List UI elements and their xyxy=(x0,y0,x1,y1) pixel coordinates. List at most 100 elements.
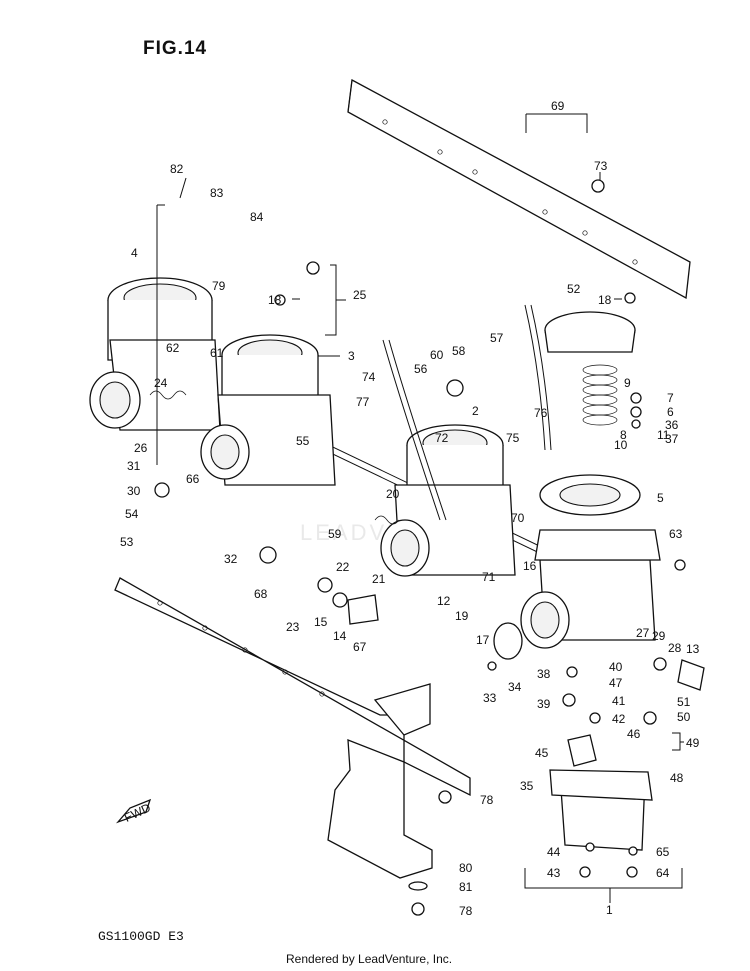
callout-21: 21 xyxy=(372,572,386,586)
callout-82: 82 xyxy=(170,162,184,176)
callout-56: 56 xyxy=(414,362,428,376)
callout-36: 36 xyxy=(665,418,679,432)
callout-59: 59 xyxy=(328,527,342,541)
callout-55: 55 xyxy=(296,434,310,448)
callout-61: 61 xyxy=(210,346,224,360)
callout-labels: 82 83 84 4 79 18 25 3 62 61 24 26 31 30 … xyxy=(120,99,700,918)
callout-2: 2 xyxy=(472,404,479,418)
callout-3: 3 xyxy=(348,349,355,363)
callout-66: 66 xyxy=(186,472,200,486)
callout-12: 12 xyxy=(437,594,451,608)
callout-33: 33 xyxy=(483,691,497,705)
callout-30: 30 xyxy=(127,484,141,498)
callout-16: 16 xyxy=(523,559,537,573)
callout-25: 25 xyxy=(353,288,367,302)
callout-31: 31 xyxy=(127,459,141,473)
callout-10: 10 xyxy=(614,438,628,452)
callout-24: 24 xyxy=(154,376,168,390)
callout-62: 62 xyxy=(166,341,180,355)
callout-78-bottom: 78 xyxy=(459,904,473,918)
callout-57: 57 xyxy=(490,331,504,345)
callout-47: 47 xyxy=(609,676,623,690)
callout-29: 29 xyxy=(652,629,666,643)
callout-8-visible: 8 xyxy=(620,428,627,442)
callout-51: 51 xyxy=(677,695,691,709)
callout-45: 45 xyxy=(535,746,549,760)
callout-9: 9 xyxy=(624,376,631,390)
carburetor-body-3 xyxy=(374,424,516,577)
callout-18-left: 18 xyxy=(268,293,282,307)
callout-34: 34 xyxy=(508,680,522,694)
callout-11-visible: 11 xyxy=(657,428,670,442)
callout-44: 44 xyxy=(547,845,561,859)
callout-13: 13 xyxy=(686,642,700,656)
callout-39: 39 xyxy=(537,697,551,711)
callout-20: 20 xyxy=(386,487,400,501)
callout-83: 83 xyxy=(210,186,224,200)
callout-41: 41 xyxy=(612,694,626,708)
callout-46: 46 xyxy=(627,727,641,741)
callout-81: 81 xyxy=(459,880,473,894)
fwd-label: FWD xyxy=(122,800,153,824)
callout-80: 80 xyxy=(459,861,473,875)
callout-71: 71 xyxy=(482,570,496,584)
float-bowl-assembly xyxy=(549,734,653,851)
callout-65: 65 xyxy=(656,845,670,859)
callout-76: 76 xyxy=(534,406,548,420)
callout-58: 58 xyxy=(452,344,466,358)
front-mounting-plate xyxy=(114,577,471,797)
callout-63: 63 xyxy=(669,527,683,541)
carburetor-body-4 xyxy=(520,529,661,649)
callout-54: 54 xyxy=(125,507,139,521)
callout-50: 50 xyxy=(677,710,691,724)
model-code: GS1100GD E3 xyxy=(98,929,184,944)
small-fasteners xyxy=(154,179,705,916)
callout-23: 23 xyxy=(286,620,300,634)
callout-70: 70 xyxy=(511,511,525,525)
forward-direction-arrow: FWD xyxy=(115,798,153,825)
callout-73: 73 xyxy=(594,159,608,173)
callout-15: 15 xyxy=(314,615,328,629)
top-cap-spring-diaphragm xyxy=(539,311,641,516)
callout-5: 5 xyxy=(657,491,664,505)
callout-26: 26 xyxy=(134,441,148,455)
callout-7: 7 xyxy=(667,391,674,405)
callout-49: 49 xyxy=(686,736,700,750)
callout-60: 60 xyxy=(430,348,444,362)
callout-6: 6 xyxy=(667,405,674,419)
callout-64: 64 xyxy=(656,866,670,880)
callout-43: 43 xyxy=(547,866,561,880)
callout-79: 79 xyxy=(212,279,226,293)
callout-68: 68 xyxy=(254,587,268,601)
callout-4: 4 xyxy=(131,246,138,260)
callout-19: 19 xyxy=(455,609,469,623)
callout-67: 67 xyxy=(353,640,367,654)
callout-32: 32 xyxy=(224,552,238,566)
callout-35: 35 xyxy=(520,779,534,793)
footer-credit: Rendered by LeadVenture, Inc. xyxy=(286,952,453,966)
callout-84: 84 xyxy=(250,210,264,224)
callout-22: 22 xyxy=(336,560,350,574)
callout-14: 14 xyxy=(333,629,347,643)
callout-labels-extra: 8 11 xyxy=(620,428,670,442)
callout-40: 40 xyxy=(609,660,623,674)
callout-28: 28 xyxy=(668,641,682,655)
callout-74: 74 xyxy=(362,370,376,384)
callout-37: 37 xyxy=(665,432,679,446)
callout-75: 75 xyxy=(506,431,520,445)
fuel-hoses xyxy=(382,304,552,521)
callout-72: 72 xyxy=(435,431,449,445)
callout-18-right: 18 xyxy=(598,293,612,307)
leader-lines xyxy=(156,113,684,903)
callout-1: 1 xyxy=(606,903,613,917)
carburetor-body-2 xyxy=(200,334,336,486)
callout-27: 27 xyxy=(636,626,650,640)
callout-42: 42 xyxy=(612,712,626,726)
callout-48: 48 xyxy=(670,771,684,785)
hanger-bracket xyxy=(327,739,433,879)
figure-title: FIG.14 xyxy=(143,38,208,59)
callout-69: 69 xyxy=(551,99,565,113)
callout-17: 17 xyxy=(476,633,490,647)
